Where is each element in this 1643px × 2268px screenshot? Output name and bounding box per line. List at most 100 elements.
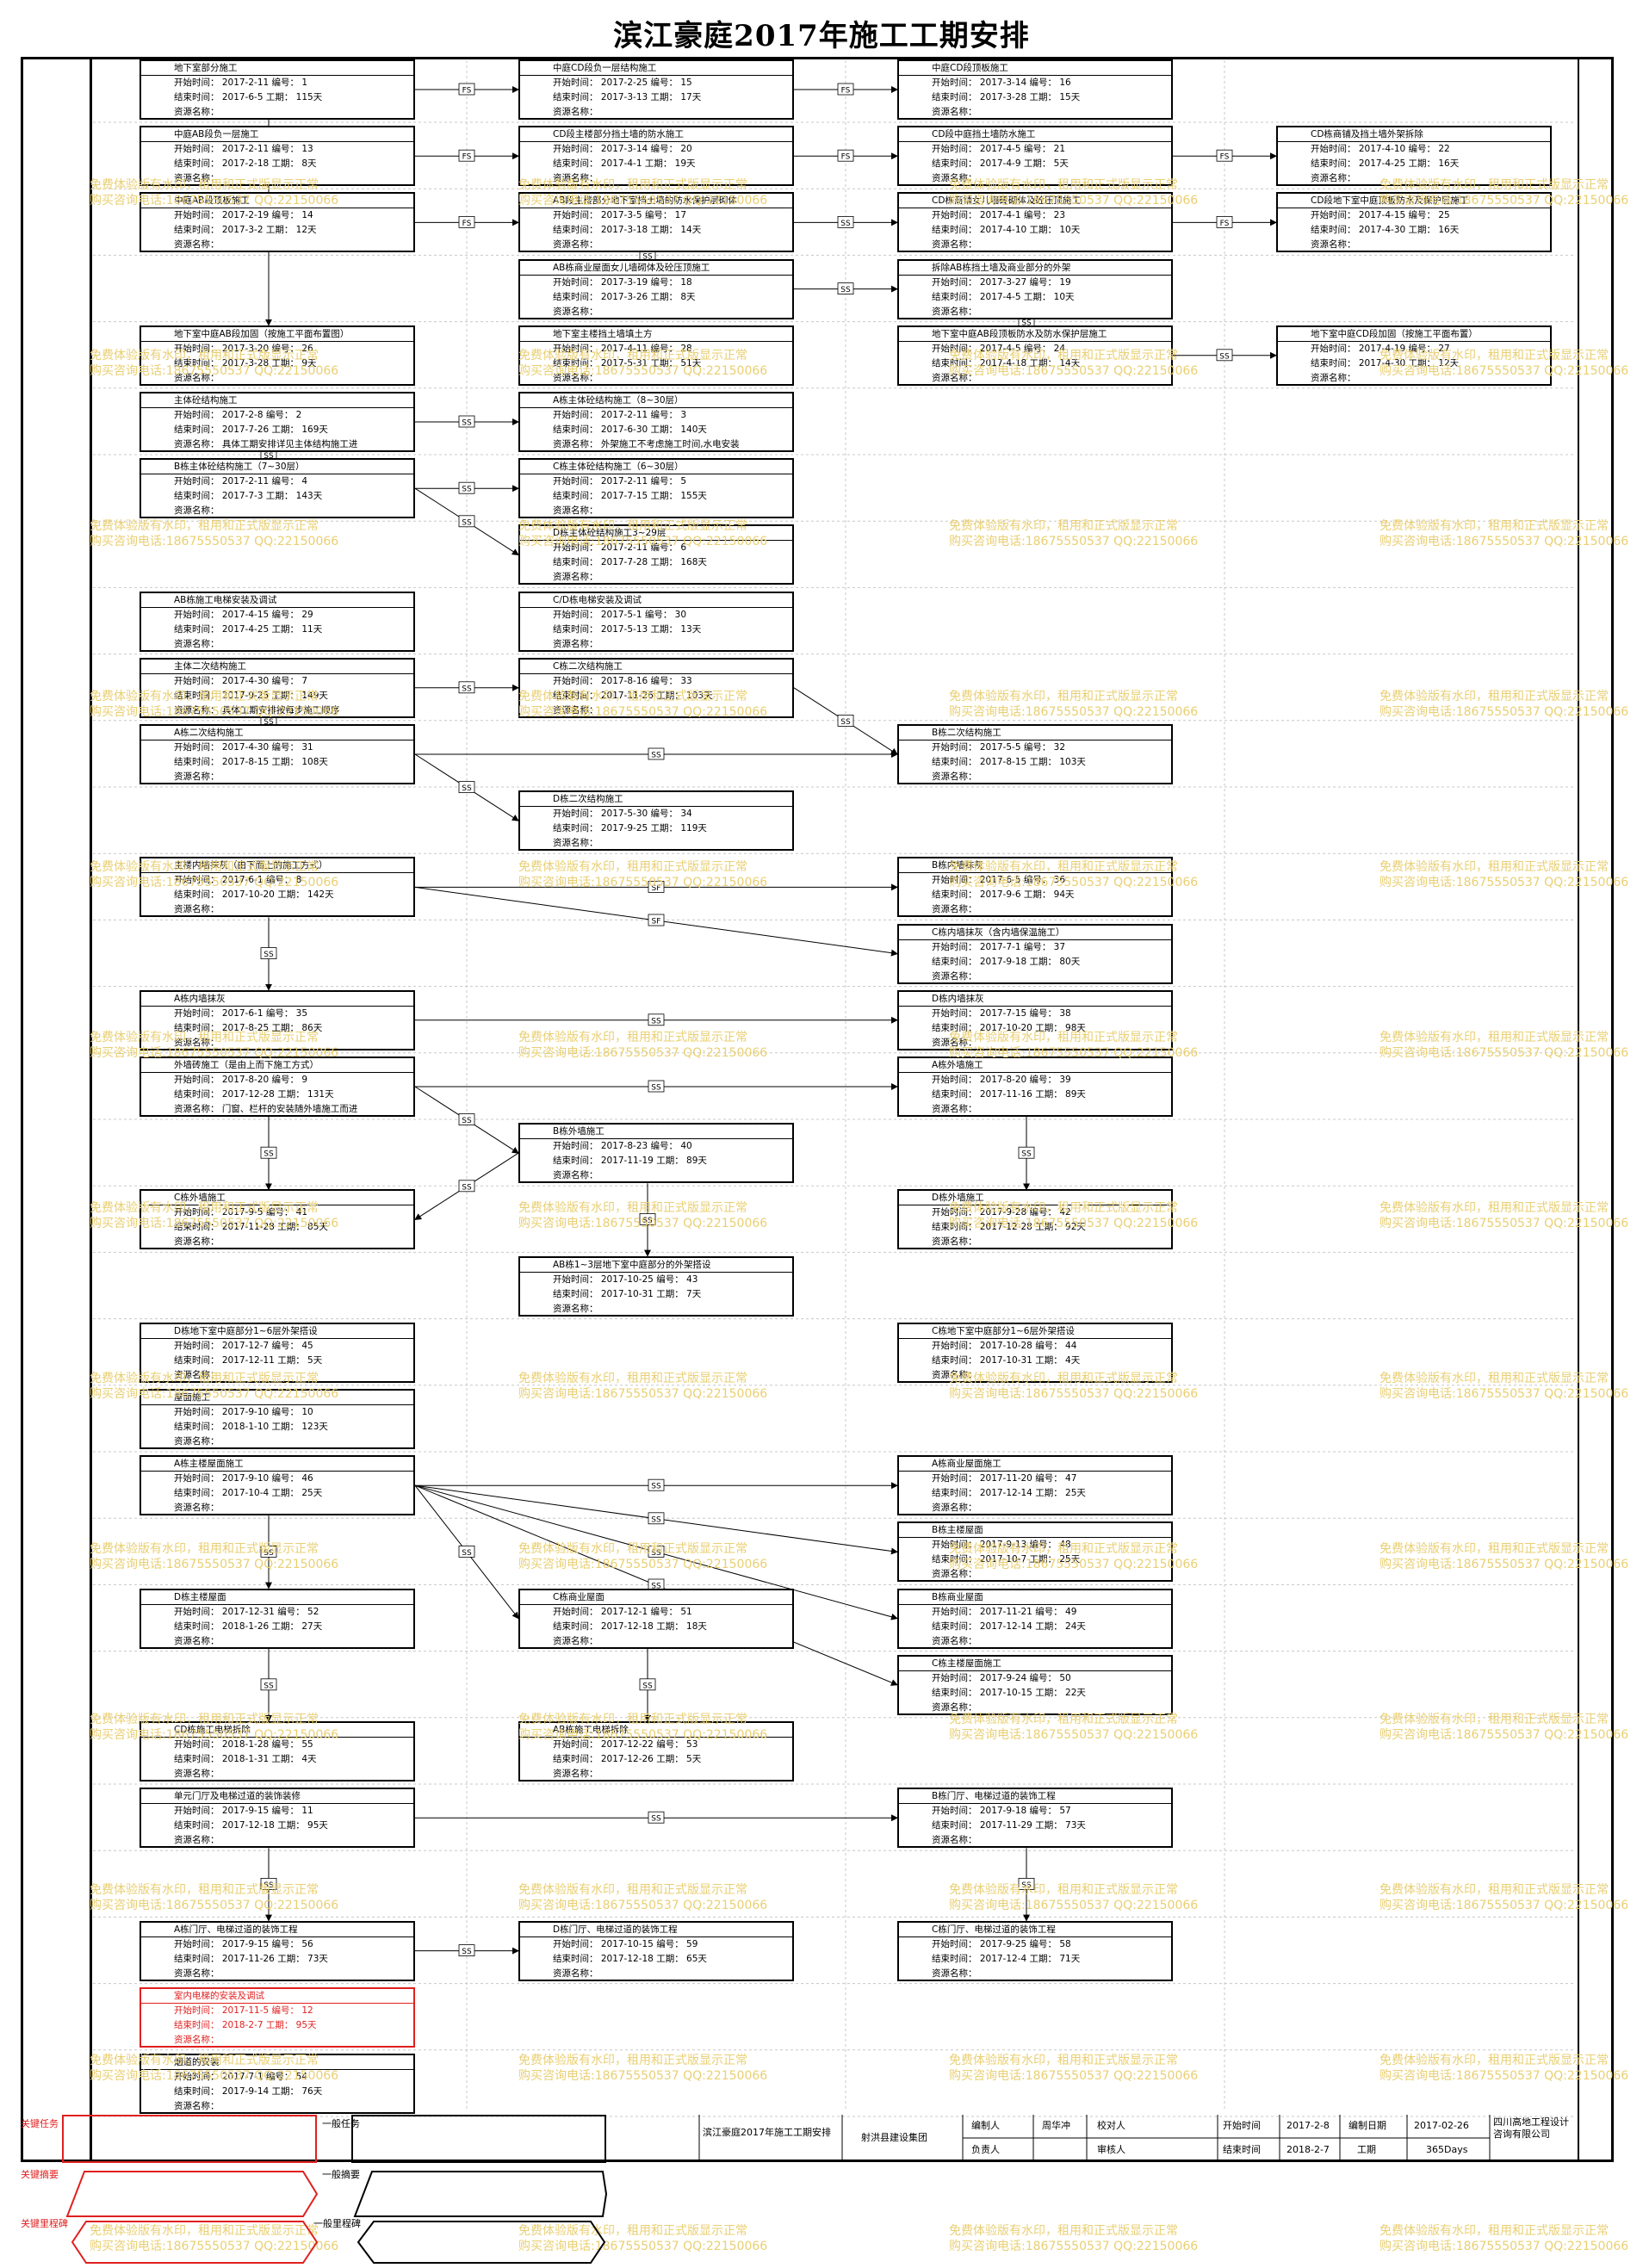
dependency-label-box xyxy=(648,1512,665,1525)
task-end: 结束时间： 2018-1-26 工期： 27天 xyxy=(174,1620,323,1632)
task-end: 结束时间： 2017-10-31 工期： 7天 xyxy=(553,1288,702,1299)
dependency-type-label: SS xyxy=(651,1549,661,1558)
task-resource: 资源名称： xyxy=(932,904,977,915)
task-end: 结束时间： 2018-1-10 工期： 123天 xyxy=(174,1422,328,1432)
task-start: 开始时间： 2017-9-5 编号： 41 xyxy=(174,1207,308,1218)
task-name: CD栋商铺女儿墙砖砌体及砼压顶施工 xyxy=(899,194,1171,209)
task-start: 开始时间： 2017-5-5 编号： 32 xyxy=(932,742,1066,753)
task-start: 开始时间： 2017-3-5 编号： 17 xyxy=(553,210,687,221)
dependency-label-box xyxy=(648,881,665,893)
dependency-label-box xyxy=(1018,1146,1035,1159)
task-name: 单元门厅及电梯过道的装饰装修 xyxy=(141,1789,413,1805)
task-box[interactable]: 地下室中庭AB段顶板防水及防水保护层施工开始时间： 2017-4-5 编号： 2… xyxy=(897,325,1173,386)
task-box[interactable]: 地下室中庭CD段加固（按施工平面布置）开始时间： 2017-4-19 编号： 2… xyxy=(1276,325,1552,386)
dependency-label-box xyxy=(458,1944,475,1957)
task-box[interactable]: AB段主楼部分地下室挡土墙的防水保护层砌体开始时间： 2017-3-5 编号： … xyxy=(518,192,794,253)
task-end: 结束时间： 2017-12-4 工期： 71天 xyxy=(932,1953,1081,1964)
dependency-type-label: SS xyxy=(1021,1881,1032,1890)
task-end: 结束时间： 2017-3-13 工期： 17天 xyxy=(553,92,702,102)
task-box[interactable]: C栋地下室中庭部分1~6层外架搭设开始时间： 2017-10-28 编号： 44… xyxy=(897,1322,1173,1383)
frame-divider-right xyxy=(1578,57,1579,2162)
task-start: 开始时间： 2017-7-1 编号： 54 xyxy=(174,2072,308,2082)
task-box[interactable]: 地下室中庭AB段加固（按施工平面布置图）开始时间： 2017-3-20 编号： … xyxy=(140,325,415,386)
task-end: 结束时间： 2017-11-16 工期： 89天 xyxy=(932,1089,1086,1100)
dependency-label-box xyxy=(837,282,854,295)
footer-checker-label: 校对人 xyxy=(1097,2120,1125,2131)
task-box[interactable]: AB栋商业屋面女儿墙砌体及砼压顶施工开始时间： 2017-3-19 编号： 18… xyxy=(518,258,794,319)
task-resource: 资源名称： xyxy=(932,1835,977,1846)
dependency-label-box xyxy=(260,1546,277,1558)
task-name: B栋内墙抹灰 xyxy=(899,858,1171,874)
task-end: 结束时间： 2017-12-18 工期： 95天 xyxy=(174,1820,328,1831)
dependency-label-box xyxy=(458,415,475,428)
task-start: 开始时间： 2017-10-25 编号： 43 xyxy=(553,1273,698,1285)
dependency-type-label: SS xyxy=(462,1117,472,1125)
dependency-type-label: SS xyxy=(462,419,472,428)
dependency-type-label: FS xyxy=(841,87,851,96)
dependency-type-label: SS xyxy=(264,452,274,461)
task-name: C栋门厅、电梯过道的装饰工程 xyxy=(899,1923,1171,1937)
task-end: 结束时间： 2017-12-28 工期： 131天 xyxy=(174,1089,334,1100)
footer-editor: 周华冲 xyxy=(1042,2120,1070,2131)
dependency-label-box xyxy=(648,1013,665,1026)
task-resource: 资源名称： xyxy=(553,704,598,716)
task-box[interactable]: CD段地下室中庭顶板防水及保护层施工开始时间： 2017-4-15 编号： 25… xyxy=(1276,192,1552,253)
task-box[interactable]: AB栋1~3层地下室中庭部分的外架搭设开始时间： 2017-10-25 编号： … xyxy=(518,1255,794,1317)
task-resource: 资源名称： xyxy=(174,1037,220,1048)
task-end: 结束时间： 2017-8-25 工期： 86天 xyxy=(174,1022,323,1033)
task-end: 结束时间： 2017-12-18 工期： 65天 xyxy=(553,1953,707,1964)
task-end: 结束时间： 2017-8-15 工期： 103天 xyxy=(932,757,1086,767)
